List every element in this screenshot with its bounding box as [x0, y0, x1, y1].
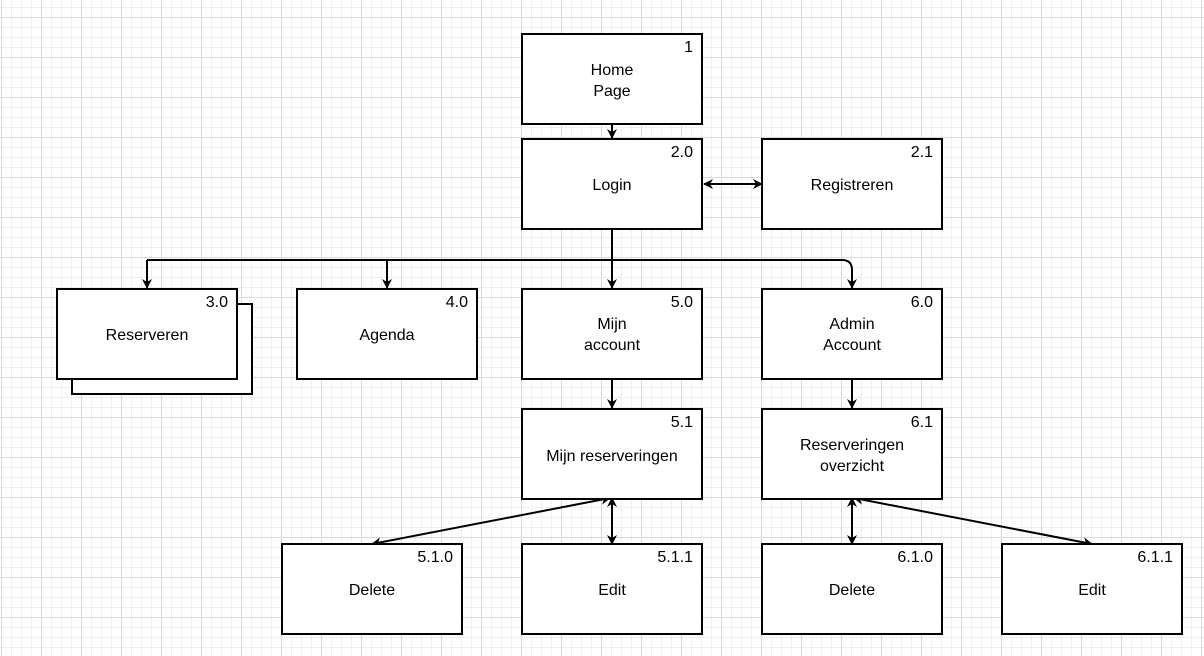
node-label: Edit — [1078, 582, 1106, 599]
node-login[interactable]: 2.0 Login — [521, 138, 703, 230]
node-admin-account[interactable]: 6.0 Admin Account — [761, 288, 943, 380]
node-label: Delete — [828, 582, 876, 599]
node-label: Agenda — [359, 327, 415, 344]
node-number: 6.1 — [910, 414, 933, 431]
node-number: 3.0 — [205, 294, 228, 311]
node-registreren[interactable]: 2.1 Registreren — [761, 138, 943, 230]
node-reserveren[interactable]: 3.0 Reserveren — [56, 288, 238, 380]
node-label: Reserveringen overzicht — [799, 437, 905, 475]
node-reserveringen-overzicht[interactable]: 6.1 Reserveringen overzicht — [761, 408, 943, 500]
edge-login-branches — [142, 229, 857, 289]
node-agenda[interactable]: 4.0 Agenda — [296, 288, 478, 380]
node-label: Registreren — [810, 177, 894, 194]
edge-overzicht-edit — [853, 494, 1093, 548]
node-home-page[interactable]: 1 Home Page — [521, 33, 703, 125]
node-label: Edit — [598, 582, 626, 599]
node-label: Mijn account — [583, 316, 641, 354]
node-number: 1 — [684, 39, 693, 56]
node-label: Login — [592, 177, 632, 194]
node-label: Mijn reserveringen — [546, 448, 678, 465]
edge-mijnres-delete — [371, 494, 611, 548]
node-label: Admin Account — [823, 316, 881, 354]
node-number: 6.0 — [910, 294, 933, 311]
node-mijn-reserveringen[interactable]: 5.1 Mijn reserveringen — [521, 408, 703, 500]
node-number: 5.1.0 — [417, 549, 453, 566]
node-number: 2.0 — [670, 144, 693, 161]
node-number: 5.1.1 — [657, 549, 693, 566]
node-label: Delete — [348, 582, 396, 599]
node-edit-6-1-1[interactable]: 6.1.1 Edit — [1001, 543, 1183, 635]
node-number: 5.1 — [670, 414, 693, 431]
node-number: 5.0 — [670, 294, 693, 311]
node-number: 2.1 — [910, 144, 933, 161]
node-mijn-account[interactable]: 5.0 Mijn account — [521, 288, 703, 380]
node-label: Reserveren — [105, 327, 189, 344]
node-delete-5-1-0[interactable]: 5.1.0 Delete — [281, 543, 463, 635]
node-label: Home Page — [590, 62, 634, 100]
node-delete-6-1-0[interactable]: 6.1.0 Delete — [761, 543, 943, 635]
node-edit-5-1-1[interactable]: 5.1.1 Edit — [521, 543, 703, 635]
node-number: 6.1.0 — [897, 549, 933, 566]
node-number: 6.1.1 — [1137, 549, 1173, 566]
node-number: 4.0 — [445, 294, 468, 311]
